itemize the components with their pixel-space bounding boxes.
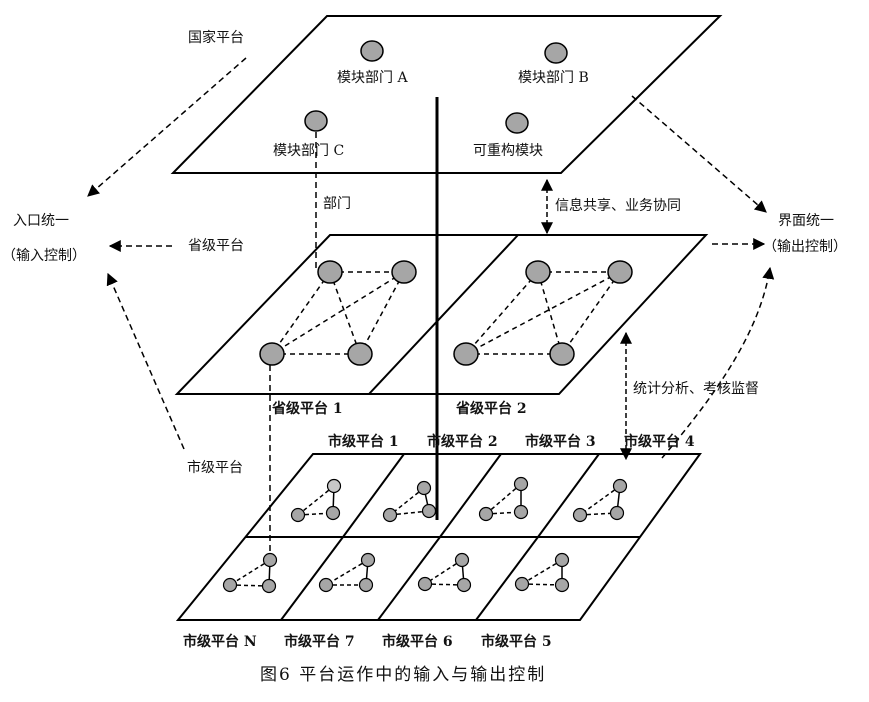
label-city-1: 市级平台 1 <box>328 434 399 450</box>
label-reconfigurable-module: 可重构模块 <box>473 143 543 159</box>
node-reconfigurable <box>505 112 529 134</box>
label-module-c: 模块部门 C <box>273 143 345 159</box>
prov1-node-2 <box>391 260 417 284</box>
prov1-node-1 <box>317 260 343 284</box>
city-3-network <box>478 476 529 522</box>
label-city-4: 市级平台 4 <box>624 434 695 450</box>
node-module-a <box>360 40 384 62</box>
national-platform-plane <box>170 15 723 174</box>
node-module-b <box>544 42 568 64</box>
city-6-network <box>417 552 472 593</box>
city-7-network <box>318 552 376 593</box>
label-city-3: 市级平台 3 <box>525 434 596 450</box>
city-divider-bottom-2 <box>377 536 441 621</box>
label-input-control: （输入控制） <box>2 248 86 264</box>
figure-caption: 图6 平台运作中的输入与输出控制 <box>260 665 547 685</box>
prov2-node-3 <box>453 342 479 366</box>
city-divider-bottom-3 <box>475 536 539 621</box>
label-city-2: 市级平台 2 <box>427 434 498 450</box>
label-department: 部门 <box>323 196 351 212</box>
label-city-5: 市级平台 5 <box>481 634 552 650</box>
label-national-platform: 国家平台 <box>188 30 244 46</box>
label-city-6: 市级平台 6 <box>382 634 453 650</box>
city-divider-top-3 <box>537 453 600 538</box>
label-interface-unified: 界面统一 <box>778 213 834 229</box>
prov2-node-2 <box>607 260 633 284</box>
label-provincial-2: 省级平台 2 <box>456 401 527 417</box>
provincial-2-network <box>465 271 621 355</box>
prov2-node-4 <box>549 342 575 366</box>
label-provincial-1: 省级平台 1 <box>272 401 343 417</box>
label-entry-unified: 入口统一 <box>13 213 69 229</box>
arrow-national-to-interface <box>631 95 767 213</box>
label-city-n: 市级平台 N <box>183 634 257 650</box>
label-module-b: 模块部门 B <box>518 70 589 86</box>
arrow-national-to-entry <box>87 57 247 197</box>
arrow-city-to-entry <box>106 272 185 450</box>
prov1-node-3 <box>259 342 285 366</box>
label-module-a: 模块部门 A <box>337 70 408 86</box>
city-divider-top-1 <box>342 453 405 538</box>
label-city-7: 市级平台 7 <box>284 634 355 650</box>
city-1-network <box>290 478 342 523</box>
prov2-node-1 <box>525 260 551 284</box>
provincial-divider <box>368 234 519 395</box>
label-stats-analysis: 统计分析、考核监督 <box>633 381 759 397</box>
city-2-network <box>382 480 437 523</box>
provincial-platform-plane <box>174 234 709 395</box>
node-module-c <box>304 110 328 132</box>
city-5-network <box>514 552 570 593</box>
city-divider-top-2 <box>439 453 502 538</box>
city-n-network <box>222 552 278 594</box>
arrow-city-to-interface <box>661 266 775 459</box>
city-divider-bottom-1 <box>280 536 344 621</box>
city-4-network <box>572 478 628 523</box>
label-city-platform: 市级平台 <box>187 460 243 476</box>
label-info-sharing: 信息共享、业务协同 <box>555 198 681 214</box>
label-output-control: （输出控制） <box>763 239 847 255</box>
label-provincial-platform: 省级平台 <box>188 238 244 254</box>
prov1-node-4 <box>347 342 373 366</box>
